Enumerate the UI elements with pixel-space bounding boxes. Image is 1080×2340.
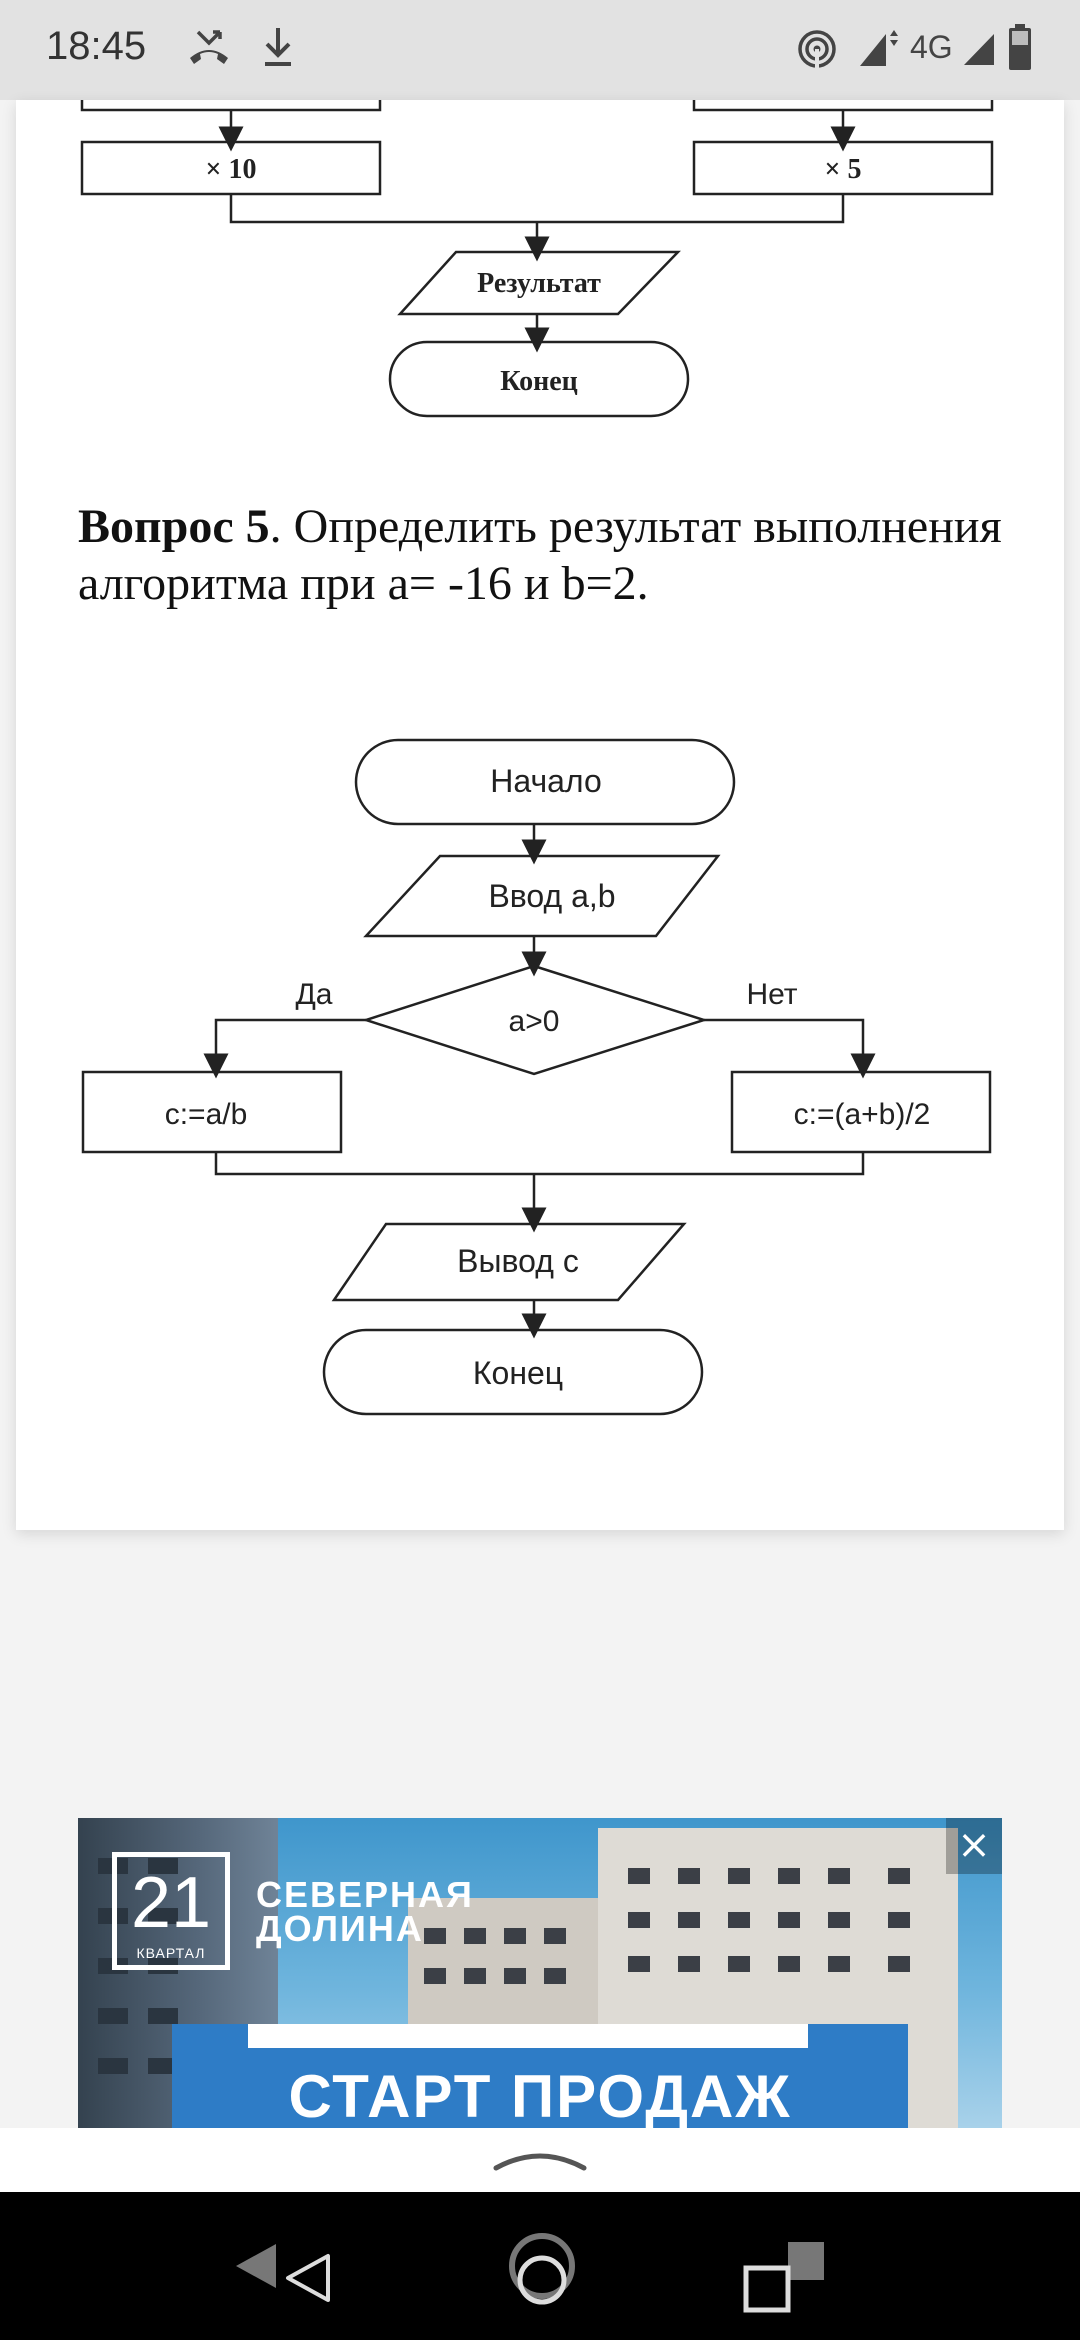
home-button[interactable] (500, 2232, 584, 2316)
flowchart-start-label: Начало (490, 763, 602, 799)
top-flowchart-cut-box-right (692, 100, 994, 112)
flowchart-no-label: Нет (746, 978, 797, 1011)
ad-logo-subtitle: КВАРТАЛ (136, 1945, 206, 1961)
flowchart-yes-label: Да (295, 978, 332, 1011)
document-card: × 10 × 5 Результат Конец Начало Ввод a,b… (16, 100, 1064, 1530)
signal-icon (860, 30, 898, 66)
status-time: 18:45 (46, 24, 147, 68)
flowchart-no-branch-label: c:=(a+b)/2 (794, 1098, 931, 1131)
signal-icon (964, 34, 994, 65)
flowchart-output-label: Вывод c (457, 1243, 579, 1279)
network-type-label: 4G (910, 29, 953, 65)
battery-icon (1009, 24, 1031, 70)
top-flowchart-box-right-label: × 5 (825, 154, 862, 185)
back-button[interactable] (232, 2242, 332, 2312)
flowchart-end-shape (322, 1328, 704, 1416)
top-flowchart-end-shape (388, 340, 690, 418)
ad-brand-line2: ДОЛИНА (256, 1908, 424, 1949)
chevron-up-icon[interactable] (492, 2146, 588, 2172)
top-flowchart-output-label: Результат (477, 268, 601, 299)
flowchart-input-label: Ввод a,b (488, 878, 615, 914)
ad-banner[interactable]: 21 КВАРТАЛ СЕВЕРНАЯ ДОЛИНА СТАРТ ПРОДАЖ … (78, 1818, 1002, 2130)
flowchart-start-shape (354, 738, 736, 826)
flowchart-yes-branch-label: c:=a/b (165, 1098, 248, 1131)
main-flowchart (81, 738, 992, 1416)
flowchart-input-shape (363, 854, 721, 938)
top-flowchart-output-shape (397, 250, 681, 316)
ad-brand-line1: СЕВЕРНАЯ (256, 1874, 474, 1915)
question-text: Вопрос 5. Определить результат выполнени… (78, 498, 1038, 612)
navigation-bar (0, 2192, 1080, 2340)
ad-close-button[interactable]: × (946, 1818, 1002, 1874)
flowchart-diagram: × 10 × 5 Результат Конец Начало Ввод a,b… (80, 100, 994, 1416)
download-icon (265, 28, 291, 66)
ad-cta-text: СТАРТ ПРОДАЖ (288, 2063, 792, 2130)
question-label: Вопрос 5 (78, 500, 270, 553)
missed-call-icon (190, 30, 228, 64)
flowchart-condition-label: a>0 (509, 1005, 560, 1038)
flowchart-no-branch-shape (730, 1070, 992, 1154)
top-flowchart-end-label: Конец (500, 366, 578, 397)
ad-logo-number: 21 (130, 1863, 212, 1943)
flowchart-yes-branch-shape (81, 1070, 343, 1154)
flowchart-condition-shape (361, 964, 709, 1076)
ad-cta-stripe (248, 2024, 808, 2048)
top-flowchart-box-left-label: × 10 (206, 154, 257, 185)
bottom-sheet-strip[interactable] (0, 2128, 1080, 2192)
ad-brand-name: СЕВЕРНАЯ ДОЛИНА (256, 1874, 474, 1949)
recents-button[interactable] (740, 2240, 836, 2316)
top-flowchart-cut-box-left (80, 100, 382, 112)
flowchart-output-shape (331, 1222, 687, 1302)
top-flowchart (80, 100, 994, 418)
question-body: . Определить результат выполнения алгори… (78, 500, 1002, 610)
ad-logo: 21 КВАРТАЛ (112, 1852, 230, 1970)
status-bar: 18:45 4G (0, 0, 1080, 100)
hotspot-icon (798, 30, 836, 69)
flowchart-end-label: Конец (473, 1355, 563, 1391)
